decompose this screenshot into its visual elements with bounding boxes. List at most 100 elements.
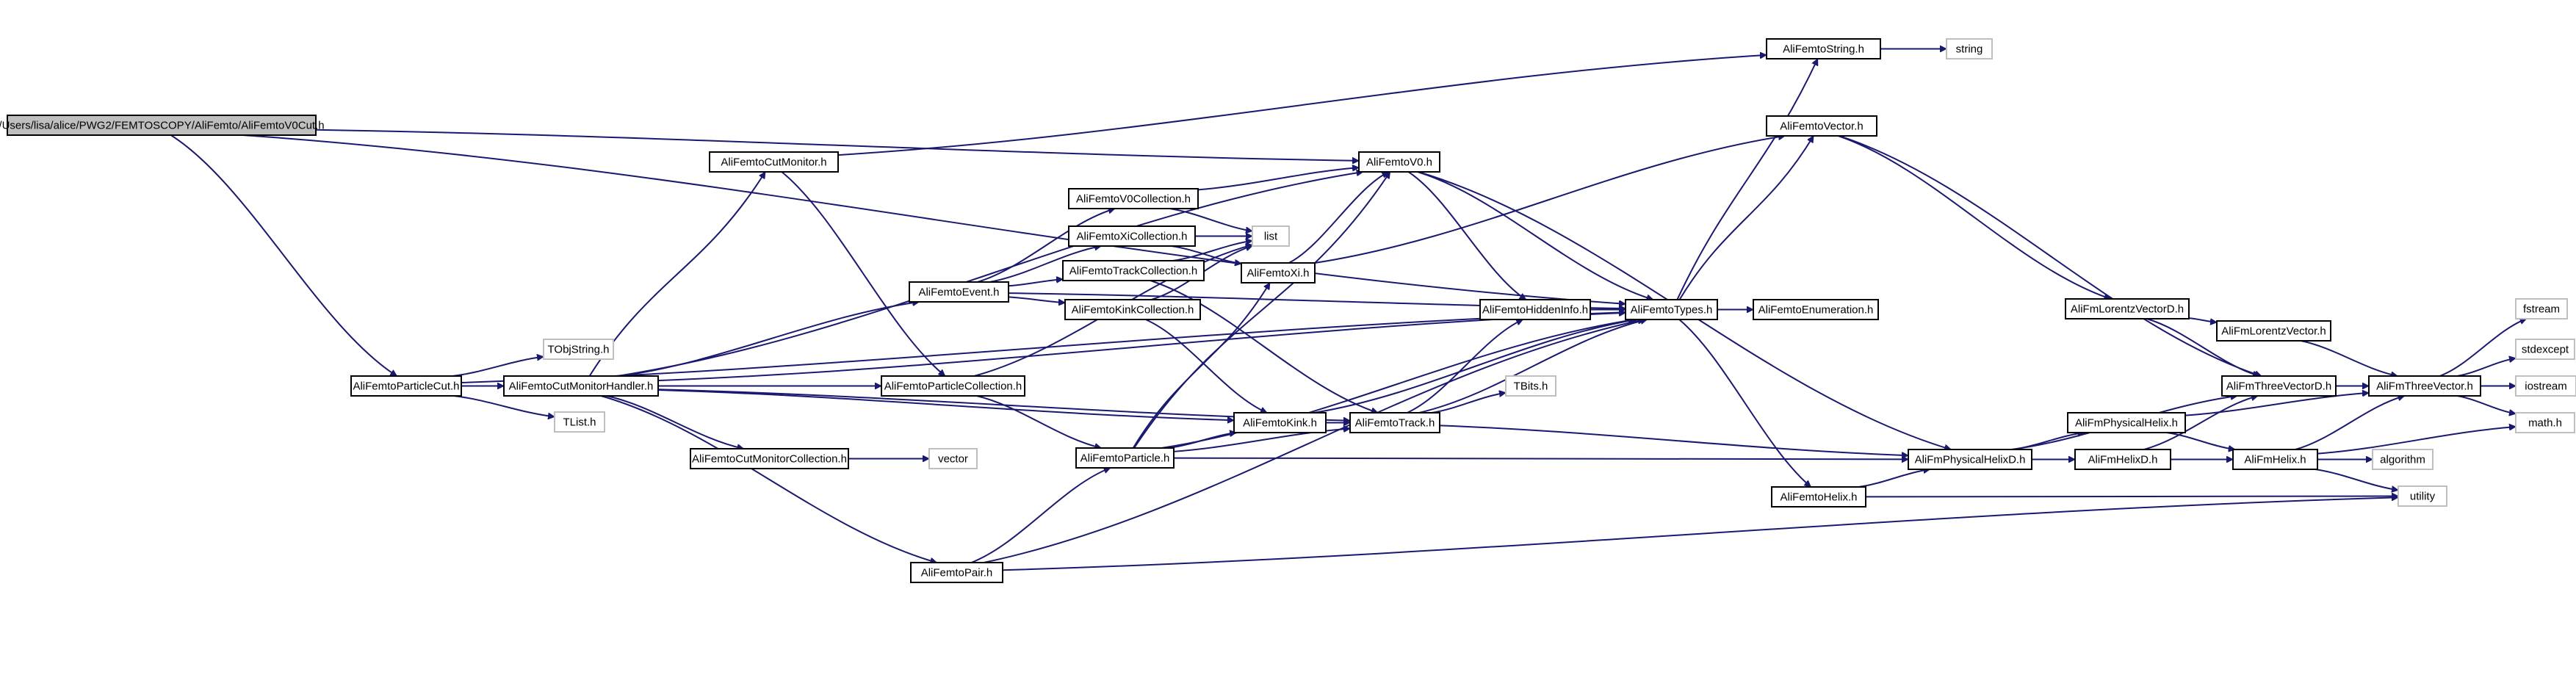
node-box[interactable]: [910, 562, 1003, 583]
node-cutmon[interactable]: AliFemtoCutMonitor.h: [709, 151, 839, 173]
node-three[interactable]: AliFmThreeVector.h: [2368, 375, 2481, 397]
node-hidden[interactable]: AliFemtoHiddenInfo.h: [1479, 299, 1591, 320]
node-box[interactable]: [2368, 375, 2481, 397]
node-string_h[interactable]: AliFemtoString.h: [1766, 38, 1881, 59]
node-box[interactable]: [1946, 38, 1993, 59]
node-tbits[interactable]: TBits.h: [1505, 375, 1556, 397]
node-box[interactable]: [554, 411, 605, 433]
node-box[interactable]: [2515, 298, 2568, 319]
node-box[interactable]: [1252, 225, 1290, 247]
node-trackcoll[interactable]: AliFemtoTrackCollection.h: [1062, 260, 1205, 281]
node-label: AliFemtoEnumeration.h: [1758, 304, 1874, 317]
node-box[interactable]: [1908, 449, 2032, 470]
node-box[interactable]: [1771, 486, 1866, 508]
node-label: string: [1956, 43, 1983, 56]
node-box[interactable]: [503, 375, 659, 397]
node-list[interactable]: list: [1252, 225, 1290, 247]
node-box[interactable]: [2398, 485, 2447, 507]
node-box[interactable]: [1075, 447, 1175, 469]
node-box[interactable]: [2515, 375, 2576, 397]
node-box[interactable]: [2232, 449, 2318, 470]
node-monhandler[interactable]: AliFemtoCutMonitorHandler.h: [503, 375, 659, 397]
node-track[interactable]: AliFemtoTrack.h: [1349, 412, 1440, 433]
node-box[interactable]: [2216, 320, 2331, 342]
node-box[interactable]: [1064, 299, 1201, 320]
node-lorentz[interactable]: AliFmLorentzVector.h: [2216, 320, 2331, 342]
node-physhelixD[interactable]: AliFmPhysicalHelixD.h: [1908, 449, 2032, 470]
edge-types-to-femtohelix: [1678, 319, 1811, 488]
node-box[interactable]: [2515, 412, 2575, 433]
edge-partcut-to-tlist: [453, 395, 555, 416]
node-math[interactable]: math.h: [2515, 412, 2575, 433]
node-label: AliFmHelixD.h: [2088, 454, 2157, 466]
node-vector_h[interactable]: AliFemtoVector.h: [1766, 115, 1877, 137]
node-box[interactable]: [1625, 299, 1718, 320]
node-box[interactable]: [881, 375, 1025, 397]
node-threeD[interactable]: AliFmThreeVectorD.h: [2221, 375, 2337, 397]
node-femtohelix[interactable]: AliFemtoHelix.h: [1771, 486, 1866, 508]
node-box[interactable]: [7, 115, 317, 136]
node-algorithm[interactable]: algorithm: [2372, 449, 2434, 470]
node-partcoll[interactable]: AliFemtoParticleCollection.h: [881, 375, 1025, 397]
node-helixD[interactable]: AliFmHelixD.h: [2074, 449, 2171, 470]
node-label: /Users/lisa/alice/PWG2/FEMTOSCOPY/AliFem…: [0, 120, 325, 132]
node-box[interactable]: [1753, 299, 1879, 320]
node-iostream[interactable]: iostream: [2515, 375, 2576, 397]
node-box[interactable]: [2065, 298, 2190, 319]
node-box[interactable]: [2515, 339, 2575, 360]
node-box[interactable]: [709, 151, 839, 173]
node-box[interactable]: [909, 281, 1009, 303]
node-xi[interactable]: AliFemtoXi.h: [1241, 262, 1316, 284]
node-string[interactable]: string: [1946, 38, 1993, 59]
node-box[interactable]: [2074, 449, 2171, 470]
node-v0coll[interactable]: AliFemtoV0Collection.h: [1068, 188, 1199, 209]
node-label: AliFemtoTrackCollection.h: [1069, 265, 1198, 278]
node-fmhelix[interactable]: AliFmHelix.h: [2232, 449, 2318, 470]
node-types[interactable]: AliFemtoTypes.h: [1625, 299, 1718, 320]
node-box[interactable]: [1233, 412, 1327, 433]
node-box[interactable]: [1349, 412, 1440, 433]
node-box[interactable]: [543, 339, 614, 360]
node-box[interactable]: [1068, 188, 1199, 209]
node-utility[interactable]: utility: [2398, 485, 2447, 507]
node-box[interactable]: [1062, 260, 1205, 281]
node-stdexcept[interactable]: stdexcept: [2515, 339, 2575, 360]
node-box[interactable]: [2067, 412, 2186, 433]
node-pair[interactable]: AliFemtoPair.h: [910, 562, 1003, 583]
node-label: AliFemtoParticleCut.h: [353, 380, 459, 393]
node-box[interactable]: [2372, 449, 2434, 470]
node-box[interactable]: [1241, 262, 1316, 284]
node-event[interactable]: AliFemtoEvent.h: [909, 281, 1009, 303]
node-vector[interactable]: vector: [928, 448, 978, 469]
node-box[interactable]: [1358, 151, 1440, 173]
node-box[interactable]: [1068, 225, 1196, 247]
node-enum[interactable]: AliFemtoEnumeration.h: [1753, 299, 1879, 320]
node-box[interactable]: [1505, 375, 1556, 397]
node-box[interactable]: [928, 448, 978, 469]
node-kink[interactable]: AliFemtoKink.h: [1233, 412, 1327, 433]
node-particle[interactable]: AliFemtoParticle.h: [1075, 447, 1175, 469]
node-label: AliFmPhysicalHelixD.h: [1915, 454, 2026, 466]
node-lorentzD[interactable]: AliFmLorentzVectorD.h: [2065, 298, 2190, 319]
edge-three-to-stdexcept: [2457, 358, 2516, 377]
node-monitorcoll[interactable]: AliFemtoCutMonitorCollection.h: [690, 448, 849, 469]
node-label: AliFemtoString.h: [1783, 43, 1864, 56]
node-label: AliFemtoCutMonitor.h: [721, 156, 826, 169]
node-tlist[interactable]: TList.h: [554, 411, 605, 433]
node-box[interactable]: [350, 375, 462, 397]
node-v0[interactable]: AliFemtoV0.h: [1358, 151, 1440, 173]
node-box[interactable]: [1766, 38, 1881, 59]
node-physhelix[interactable]: AliFmPhysicalHelix.h: [2067, 412, 2186, 433]
node-root[interactable]: /Users/lisa/alice/PWG2/FEMTOSCOPY/AliFem…: [0, 115, 325, 136]
node-xicoll[interactable]: AliFemtoXiCollection.h: [1068, 225, 1196, 247]
node-tobjstring[interactable]: TObjString.h: [543, 339, 614, 360]
node-box[interactable]: [690, 448, 849, 469]
node-box[interactable]: [2221, 375, 2337, 397]
node-box[interactable]: [1766, 115, 1877, 137]
node-partcut[interactable]: AliFemtoParticleCut.h: [350, 375, 462, 397]
node-kinkcoll[interactable]: AliFemtoKinkCollection.h: [1064, 299, 1201, 320]
node-box[interactable]: [1479, 299, 1591, 320]
node-fstream[interactable]: fstream: [2515, 298, 2568, 319]
node-label: AliFemtoKink.h: [1243, 417, 1317, 430]
node-label: AliFemtoTrack.h: [1355, 417, 1435, 430]
